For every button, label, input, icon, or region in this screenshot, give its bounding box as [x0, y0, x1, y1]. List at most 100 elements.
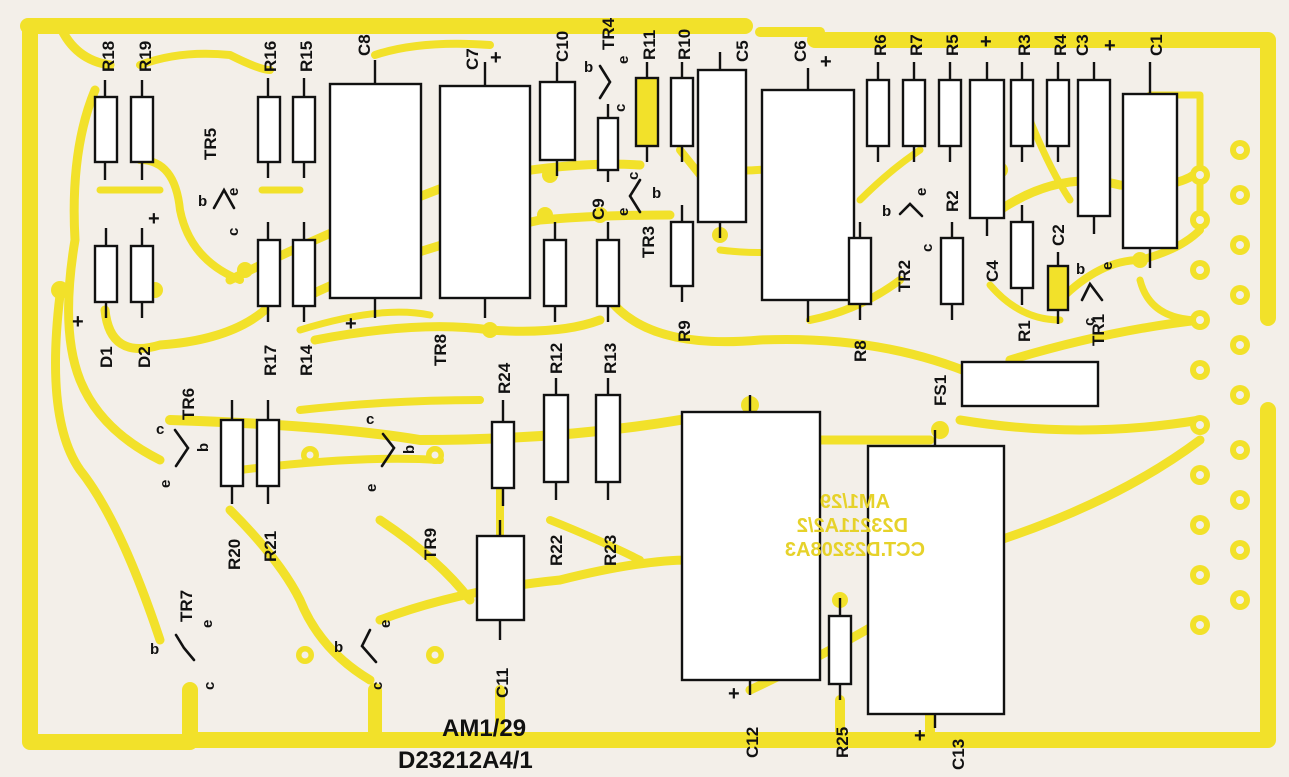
- resistor-r6: [865, 62, 891, 162]
- tr6-symbol: [173, 428, 190, 468]
- plus-c6: +: [820, 51, 832, 73]
- label-r22: R22: [547, 535, 566, 566]
- label-r12: R12: [547, 343, 566, 374]
- label-c1: C1: [1147, 34, 1166, 56]
- pin-c-tr6: c: [156, 421, 164, 438]
- label-r7: R7: [907, 34, 926, 56]
- resistor-r21: [255, 400, 281, 504]
- resistor-r20: [219, 400, 245, 504]
- pin-c-tr9: c: [366, 411, 374, 428]
- plus-c13: +: [914, 725, 926, 747]
- pin-b-tr2: b: [882, 203, 891, 220]
- capacitor-c12: [680, 395, 822, 695]
- fuse-fs1: [960, 360, 1100, 408]
- resistor-r15: [291, 78, 317, 178]
- diode-d2: [129, 228, 155, 318]
- pin-e-tr1: e: [1099, 262, 1116, 270]
- pin-e-tr6: e: [157, 480, 174, 488]
- solder-pads: [51, 140, 1250, 664]
- pin-c-tr1: c: [1081, 318, 1098, 326]
- tr3-symbol: [628, 178, 642, 214]
- label-c8: C8: [355, 34, 374, 56]
- mirror-text-line2: D23211A2/2: [797, 515, 908, 537]
- label-c11: C11: [493, 668, 512, 698]
- pin-c-tr3: c: [625, 172, 642, 180]
- resistor-r19: [129, 80, 155, 180]
- label-r20: R20: [225, 539, 244, 570]
- capacitor-c5: [696, 52, 748, 238]
- label-r4: R4: [1051, 34, 1070, 56]
- label-r21: R21: [261, 531, 280, 562]
- pin-b-tr7: b: [150, 641, 159, 658]
- resistor-r17: [256, 222, 282, 322]
- label-r9: R9: [675, 320, 694, 342]
- label-r17: R17: [261, 345, 280, 376]
- pin-b-tr1: b: [1076, 261, 1085, 278]
- transistor-symbols: [173, 64, 1104, 664]
- label-r14: R14: [297, 344, 316, 376]
- label-r10: R10: [675, 29, 694, 60]
- label-r15: R15: [297, 41, 316, 72]
- labels: R18 R19 R16 R15 C8 C7 C10 TR4 R11 R10 C5…: [72, 17, 1166, 770]
- plus-c8: +: [345, 313, 357, 335]
- resistor-r12: [542, 222, 568, 322]
- label-tr3: TR3: [639, 226, 658, 258]
- capacitor-c11: [475, 520, 526, 640]
- board-code-line2: D23212A4/1: [398, 747, 533, 774]
- pin-e-tr7: e: [199, 620, 216, 628]
- mirrored-back-text: AM1/29 D23211A2/2 CCT.D23208A3: [785, 491, 925, 561]
- label-d2: D2: [135, 346, 154, 368]
- label-r24: R24: [495, 362, 514, 394]
- resistor-r4: [1045, 62, 1071, 162]
- label-c9: C9: [589, 198, 608, 220]
- tr2-symbol: [898, 202, 924, 218]
- pin-e-tr-bottom: e: [377, 620, 394, 628]
- pin-e-tr2: e: [913, 188, 930, 196]
- plus-c12: +: [728, 683, 740, 705]
- label-fs1: FS1: [931, 375, 950, 406]
- resistor-r18: [93, 80, 119, 180]
- label-c3: C3: [1073, 34, 1092, 56]
- label-c12: C12: [743, 727, 762, 758]
- capacitor-c3: [1076, 62, 1112, 234]
- pin-e-tr9: e: [363, 484, 380, 492]
- label-tr4: TR4: [599, 17, 618, 50]
- label-tr5: TR5: [201, 128, 220, 160]
- pin-c-tr5: c: [225, 228, 242, 236]
- label-r18: R18: [99, 41, 118, 72]
- label-r25: R25: [833, 727, 852, 758]
- pin-b-tr3: b: [652, 185, 661, 202]
- pin-e-tr4: e: [615, 56, 632, 64]
- resistor-r13: [595, 222, 621, 322]
- label-r8: R8: [851, 340, 870, 362]
- board-code: AM1/29 D23212A4/1: [398, 715, 533, 774]
- pin-c-tr4: c: [612, 104, 629, 112]
- mirror-text-line1: AM1/29: [820, 491, 890, 513]
- capacitor-c2: [1046, 252, 1070, 324]
- pin-b-tr-bottom: b: [334, 639, 343, 656]
- tr9-symbol: [380, 432, 396, 468]
- resistor-r11: [634, 62, 660, 162]
- plus-c7: +: [490, 47, 502, 69]
- board-code-line1: AM1/29: [442, 715, 526, 742]
- resistor-r9: [669, 205, 695, 302]
- label-r19: R19: [136, 41, 155, 72]
- tr1-symbol: [1080, 281, 1104, 302]
- plus-c3: +: [1104, 35, 1116, 57]
- label-tr6: TR6: [179, 388, 198, 420]
- resistor-r24: [490, 400, 516, 506]
- pin-b-tr9: b: [401, 445, 418, 454]
- label-c5: C5: [733, 40, 752, 62]
- resistor-r16: [256, 78, 282, 178]
- label-r11: R11: [640, 30, 659, 60]
- resistor-r5: [937, 62, 963, 162]
- tr-bottom-symbol: [360, 628, 378, 664]
- label-c10: C10: [553, 31, 572, 62]
- pin-e-tr5: e: [225, 188, 242, 196]
- label-r6: R6: [871, 34, 890, 56]
- resistor-r7: [901, 62, 927, 162]
- label-c4: C4: [983, 260, 1002, 282]
- capacitor-c9: [596, 104, 620, 182]
- label-c2: C2: [1049, 224, 1068, 246]
